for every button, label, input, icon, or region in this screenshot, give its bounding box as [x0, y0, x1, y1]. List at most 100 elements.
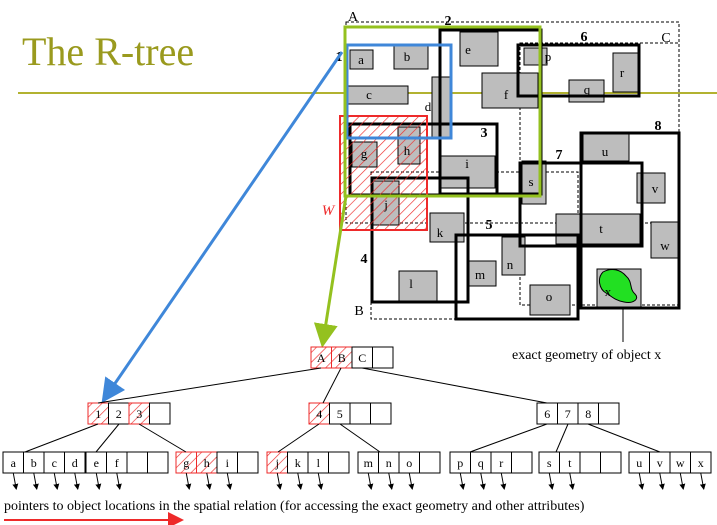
leaf-pointer-b — [32, 472, 39, 490]
leaf-node-6-label-2: r — [499, 456, 503, 470]
region-B-label: B — [354, 304, 363, 319]
leaf-pointer-p — [459, 472, 466, 490]
object-x-geometry — [598, 268, 638, 303]
leaf-pointer-l — [317, 472, 324, 490]
tree-edge-0 — [97, 367, 322, 404]
leaf-pointer-t — [568, 472, 575, 490]
level1-node-3-label-0: 6 — [544, 407, 550, 421]
level1-node-2-cell-2 — [349, 402, 371, 425]
root-node-label-1: B — [338, 351, 346, 365]
object-f-label: f — [504, 87, 509, 102]
level1-node-1-label-2: 3 — [136, 407, 142, 421]
leaf-node-6: p q r — [449, 451, 533, 474]
level1-node-1-label-1: 2 — [116, 407, 122, 421]
root-node-label-0: A — [317, 351, 326, 365]
leaf-pointer-h — [205, 472, 212, 490]
window-W-label: W — [322, 203, 336, 219]
object-d-label: d — [425, 99, 432, 114]
leaf-node-6-label-0: p — [457, 456, 463, 470]
object-m-label: m — [475, 267, 485, 282]
region-A-green-box — [343, 25, 542, 198]
leaf-node-8-label-2: w — [676, 456, 685, 470]
object-o-rect — [529, 284, 571, 316]
region-1-box — [345, 43, 453, 140]
level1-node-3-cell-3 — [598, 402, 620, 425]
tree-edge-7 — [339, 423, 381, 453]
level1-node-2-label-0: 4 — [316, 407, 322, 421]
object-r-label: r — [620, 65, 625, 80]
leaf-node-6-cell-3 — [511, 451, 533, 474]
level1-node-1-cell-3 — [149, 402, 171, 425]
region-7-label: 7 — [556, 148, 563, 163]
spatial-map: abcdefghijklmnopqrstuvwxABC12345678Wexac… — [322, 10, 681, 363]
leaf-node-2-cell-3 — [147, 451, 169, 474]
leaf-node-2-label-0: e — [94, 456, 99, 470]
leaf-node-3-label-2: i — [226, 456, 230, 470]
region-4-label: 4 — [361, 252, 368, 267]
region-A-label: A — [348, 10, 359, 25]
slide-title: The R-tree — [22, 29, 195, 74]
object-c-label: c — [366, 87, 372, 102]
footer-text: pointers to object locations in the spat… — [4, 499, 585, 514]
arrow-region1-to-node — [101, 51, 344, 403]
tree-edge-8 — [469, 423, 548, 453]
leaf-node-6-label-1: q — [478, 456, 484, 470]
tree-edge-6 — [277, 423, 320, 453]
region-C-label: C — [661, 31, 670, 46]
object-l-label: l — [409, 276, 413, 291]
leaf-pointer-i — [226, 472, 233, 490]
pointer-arrows — [101, 51, 348, 403]
tree-edge-2 — [361, 367, 548, 404]
leaf-node-1-label-2: c — [52, 456, 57, 470]
leaf-node-7-cell-3 — [600, 451, 622, 474]
object-q-label: q — [584, 82, 591, 97]
tree-edge-5 — [138, 423, 187, 453]
leaf-node-7-cell-2 — [579, 451, 601, 474]
region-5-label: 5 — [486, 218, 493, 233]
root-node-label-2: C — [358, 351, 366, 365]
object-n-label: n — [507, 257, 514, 272]
region-3-label: 3 — [481, 126, 488, 141]
object-t-rect — [555, 213, 641, 245]
level1-node-2-cell-3 — [370, 402, 392, 425]
leaf-pointer-s — [548, 472, 555, 490]
leaf-node-8-label-3: x — [698, 456, 704, 470]
object-c-rect — [346, 85, 409, 105]
leaf-node-3-label-1: h — [204, 456, 210, 470]
leaf-node-2-label-1: f — [115, 456, 119, 470]
leaf-node-4-cell-3 — [328, 451, 350, 474]
region-2-label: 2 — [445, 14, 452, 29]
object-l-rect — [398, 270, 438, 303]
leaf-pointer-w — [679, 472, 686, 490]
leaf-pointer-g — [185, 472, 192, 490]
object-k-rect — [429, 212, 465, 243]
object-e-label: e — [465, 42, 471, 57]
level1-node-1-label-0: 1 — [95, 407, 101, 421]
leaf-node-4-label-0: j — [275, 456, 279, 470]
object-s-label: s — [528, 174, 533, 189]
object-g-label: g — [361, 146, 368, 161]
object-a-label: a — [358, 52, 364, 67]
object-w-rect — [650, 221, 679, 259]
level1-node-2-label-1: 5 — [337, 407, 343, 421]
leaf-node-4-label-2: l — [317, 456, 321, 470]
leaf-pointer-u — [638, 472, 645, 490]
leaf-pointer-r — [500, 472, 507, 490]
object-a-rect — [349, 49, 374, 70]
leaf-node-1-label-1: b — [31, 456, 37, 470]
object-e-rect — [459, 31, 499, 67]
leaf-node-7-label-1: t — [568, 456, 572, 470]
leaf-pointer-e — [95, 472, 102, 490]
leaf-node-2-cell-2 — [126, 451, 148, 474]
object-h-label: h — [404, 143, 411, 158]
level1-node-3-label-1: 7 — [565, 407, 571, 421]
leaf-pointer-n — [387, 472, 394, 490]
leaf-pointer-o — [408, 472, 415, 490]
